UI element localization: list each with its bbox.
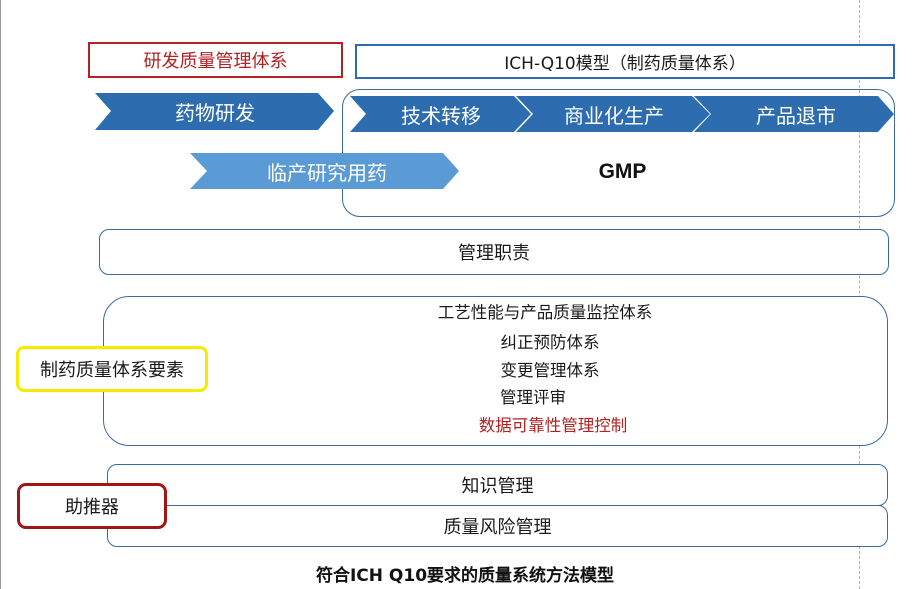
pqs-elements-box <box>103 296 888 446</box>
knowledge-management-label: 知识管理 <box>461 476 534 497</box>
diagram-caption: 符合ICH Q10要求的质量系统方法模型 <box>315 565 615 586</box>
ich-q10-model-label: ICH-Q10模型（制药质量体系） <box>504 54 746 74</box>
enablers-label: 助推器 <box>65 497 119 518</box>
pqs-element-item: 管理评审 <box>500 388 566 407</box>
chevron-clinical-drug <box>190 153 459 189</box>
enablers-label-box: 助推器 <box>17 483 167 529</box>
management-responsibility-label: 管理职责 <box>458 243 530 264</box>
rd-quality-system-box: 研发质量管理体系 <box>88 42 343 78</box>
rd-quality-system-label: 研发质量管理体系 <box>143 51 288 72</box>
chevron-commercial-manufacturing <box>516 96 710 132</box>
quality-risk-management-box: 质量风险管理 <box>107 505 888 547</box>
ich-q10-model-box: ICH-Q10模型（制药质量体系） <box>355 44 895 79</box>
chevron-product-discontinuation <box>694 96 894 132</box>
pqs-element-item-highlight: 数据可靠性管理控制 <box>478 416 628 435</box>
pqs-elements-label-box: 制药质量体系要素 <box>16 346 208 392</box>
pqs-elements-label: 制药质量体系要素 <box>40 360 184 381</box>
knowledge-management-box: 知识管理 <box>107 464 888 506</box>
chevron-tech-transfer <box>350 96 531 132</box>
left-edge-line <box>0 0 1 589</box>
quality-risk-management-label: 质量风险管理 <box>443 517 552 538</box>
pqs-element-item: 工艺性能与产品质量监控体系 <box>437 303 653 322</box>
gmp-label: GMP <box>598 160 647 183</box>
management-responsibility-box: 管理职责 <box>99 229 889 275</box>
pqs-element-item: 纠正预防体系 <box>500 333 600 352</box>
right-dashed-guide <box>859 0 860 589</box>
pqs-element-item: 变更管理体系 <box>500 361 600 380</box>
chevron-drug-development <box>95 93 334 130</box>
